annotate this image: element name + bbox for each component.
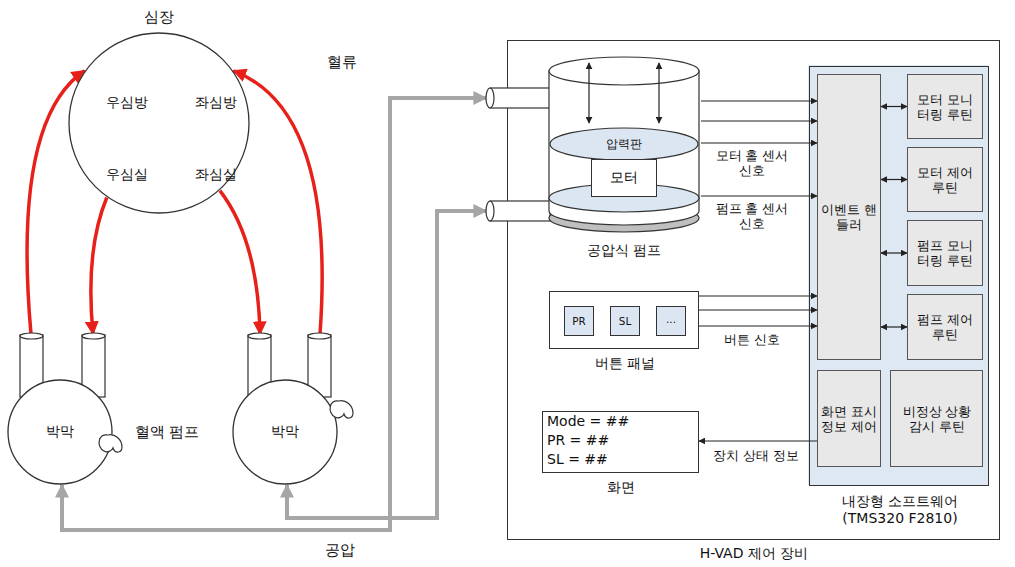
node-text: 비정상 상황 감시 루틴 xyxy=(895,404,980,435)
signal-arrow xyxy=(699,309,817,310)
button: PR xyxy=(564,306,594,336)
node-text: 우심방 xyxy=(106,94,148,111)
blood-pump-shape xyxy=(8,333,114,484)
button-panel: 버튼 패널PRSL... xyxy=(549,291,699,349)
air-port xyxy=(490,201,550,221)
node-text: 좌심방 xyxy=(195,94,237,111)
signal-arrow xyxy=(699,325,817,326)
node-text: SL xyxy=(611,315,639,328)
signal-arrow xyxy=(699,440,817,441)
plate-motion-arrow xyxy=(658,63,659,123)
node-text: 모터 xyxy=(594,169,654,186)
button: ... xyxy=(656,306,686,336)
node-text: 화면 표시 정보 제어 xyxy=(821,404,877,435)
button: SL xyxy=(610,306,640,336)
free-label: 혈액 펌프 xyxy=(135,423,200,441)
node-text: Mode = ## xyxy=(547,413,629,430)
free-label: 공압 xyxy=(325,541,355,559)
display-screen: Mode = ##PR = ##SL = ##화면 xyxy=(542,411,699,473)
signal-arrow xyxy=(701,120,817,121)
air-port-end xyxy=(486,201,494,221)
node-text: 우심실 xyxy=(106,166,148,183)
routine-box: 모터 모니터링 루틴 xyxy=(907,74,983,139)
routine-box: 펌프 모니터링 루틴 xyxy=(907,220,983,286)
blood-pump: 박막 xyxy=(233,333,339,484)
signal-arrow xyxy=(701,195,817,196)
node-text: 박막 xyxy=(46,423,74,440)
signal-arrow xyxy=(881,252,907,253)
node-text: 버튼 패널 xyxy=(595,355,655,372)
air-port xyxy=(490,88,550,108)
node-text: PR = ## xyxy=(547,432,609,449)
signal-label: 버튼 신호 xyxy=(712,332,792,347)
pump-body xyxy=(8,380,112,484)
heart-circle-shape xyxy=(68,32,250,214)
signal-arrow xyxy=(881,106,907,107)
blood-flow-arrow xyxy=(220,191,260,334)
node-text: 펌프 제어 루틴 xyxy=(911,312,979,343)
blood-pump-shape xyxy=(233,333,339,484)
air-port-end xyxy=(486,88,494,108)
heart-circle: 심장우심방좌심방우심실좌심실 xyxy=(68,32,250,214)
routine-box: 모터 제어 루틴 xyxy=(907,147,983,212)
routine-box: 비정상 상황 감시 루틴 xyxy=(890,370,983,467)
node-text: 압력판 xyxy=(554,137,694,152)
node-text: 내장형 소프트웨어 (TMS320 F2810) xyxy=(820,493,980,527)
node-text: 이벤트 핸들러 xyxy=(821,202,877,233)
node-text: 박막 xyxy=(271,423,299,440)
signal-arrow xyxy=(701,142,817,143)
event-handler: 이벤트 핸들러 xyxy=(817,74,881,360)
motor-box: 모터 xyxy=(591,159,657,197)
pneumatic-pump: 공압식 펌프압력판모터 xyxy=(486,51,701,236)
signal-arrow xyxy=(701,100,817,101)
pump-body xyxy=(233,380,337,484)
node-text: 심장 xyxy=(144,8,174,26)
plate-shape xyxy=(550,128,698,160)
node-text: 모터 모니터링 루틴 xyxy=(911,92,979,123)
device-housing: H-VAD 제어 장비공압식 펌프압력판모터버튼 패널PRSL...Mode =… xyxy=(507,40,1000,540)
tube-end xyxy=(82,333,105,339)
cylinder-top xyxy=(549,57,699,85)
node-text: PR xyxy=(565,315,593,328)
node-text: SL = ## xyxy=(547,451,608,468)
routine-box: 화면 표시 정보 제어 xyxy=(817,370,881,467)
heart-outline xyxy=(69,33,249,213)
node-text: H-VAD 제어 장비 xyxy=(700,545,809,562)
node-text: 화면 xyxy=(607,479,635,496)
tube-end xyxy=(248,333,271,339)
signal-label: 펌프 홀 센서 신호 xyxy=(712,201,792,232)
node-text: 좌심실 xyxy=(195,166,237,183)
tube-end xyxy=(20,333,43,339)
node-text: ... xyxy=(657,313,685,326)
signal-label: 장치 상태 정보 xyxy=(700,448,812,463)
blood-pump: 박막 xyxy=(8,333,114,484)
node-text: 펌프 모니터링 루틴 xyxy=(911,238,979,269)
pressure-plate: 압력판 xyxy=(549,127,699,161)
routine-box: 펌프 제어 루틴 xyxy=(907,294,983,360)
node-text: 공압식 펌프 xyxy=(587,242,661,259)
node-text: 모터 제어 루틴 xyxy=(911,165,979,196)
cylinder-body xyxy=(549,71,699,225)
plate-motion-arrow xyxy=(588,63,589,123)
blood-flow-arrow xyxy=(91,198,107,334)
signal-arrow xyxy=(881,179,907,180)
signal-arrow xyxy=(881,326,907,327)
free-label: 혈류 xyxy=(327,53,357,71)
software-block: 내장형 소프트웨어 (TMS320 F2810)이벤트 핸들러모터 모니터링 루… xyxy=(809,66,989,486)
tube-end xyxy=(308,333,331,339)
signal-label: 모터 홀 센서 신호 xyxy=(712,148,792,179)
valve-symbol xyxy=(99,435,122,452)
signal-arrow xyxy=(699,295,817,296)
valve-symbol xyxy=(330,401,353,418)
